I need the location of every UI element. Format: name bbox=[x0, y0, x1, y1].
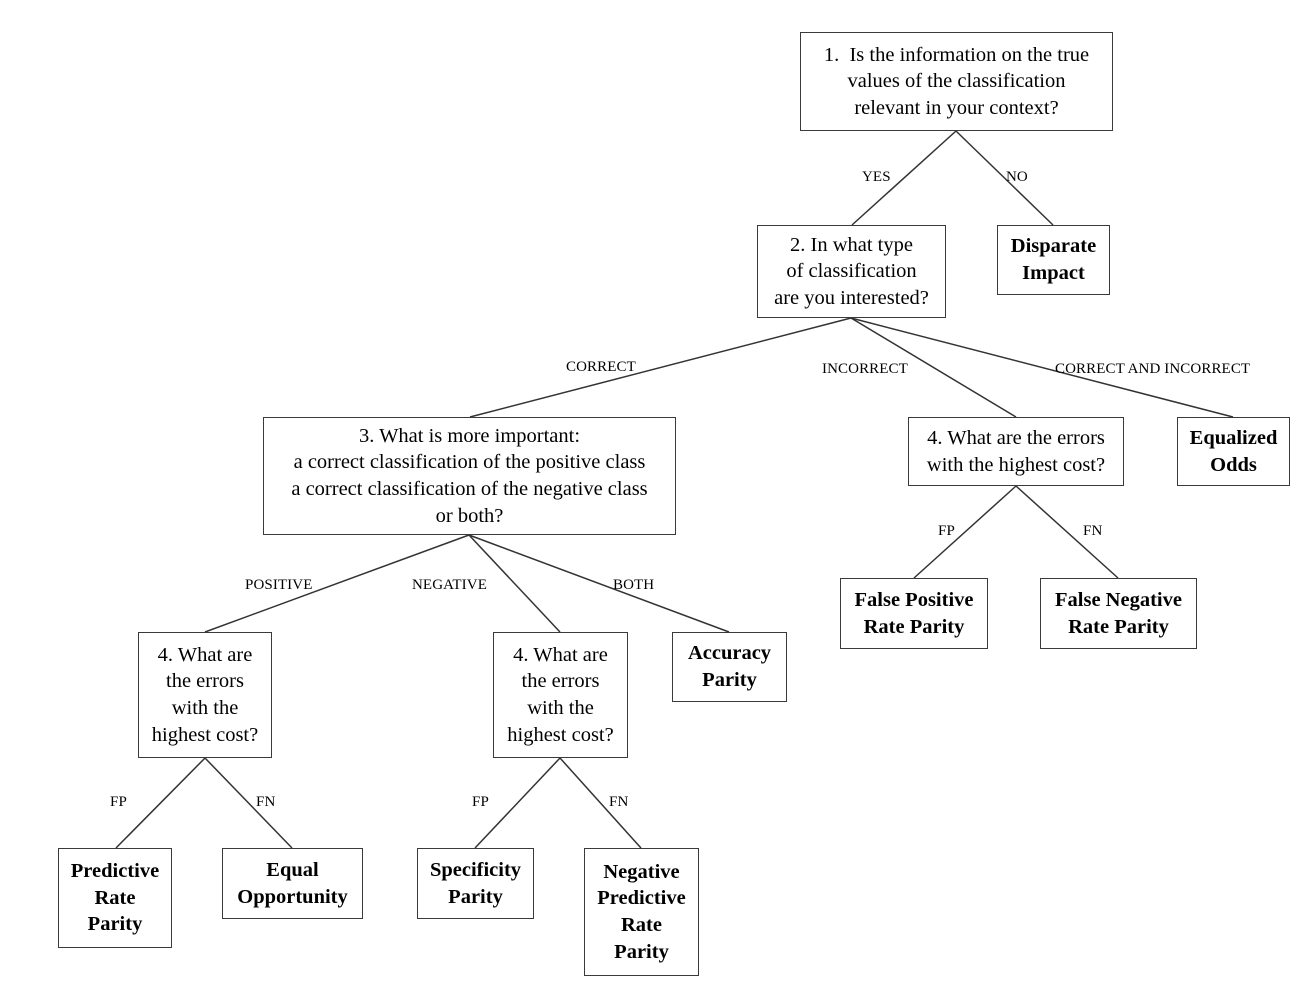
tree-edge bbox=[115, 757, 206, 849]
edge-label-e-q1-no: NO bbox=[1006, 169, 1028, 185]
node-text-line: Opportunity bbox=[237, 885, 348, 908]
tree-edge bbox=[468, 534, 561, 633]
node-q4-incorrect[interactable]: 4. What are the errors with the highest c… bbox=[908, 417, 1124, 486]
tree-edge bbox=[474, 757, 561, 849]
node-text-line: Parity bbox=[702, 669, 757, 691]
edge-label-e-q2-correct-and-incorrect: CORRECT AND INCORRECT bbox=[1055, 361, 1251, 377]
node-text-line: a correct classification of the negative… bbox=[291, 478, 648, 500]
node-text-line: 4. What are bbox=[513, 643, 608, 666]
node-text-line: the errors bbox=[166, 670, 244, 693]
node-text-line: highest cost? bbox=[151, 723, 259, 746]
node-text-line: a correct classification of the positive… bbox=[293, 451, 646, 474]
tree-edge bbox=[559, 757, 642, 849]
edge-label-e-q4n-fp: FP bbox=[472, 794, 489, 810]
tree-edge bbox=[1015, 485, 1119, 579]
node-text-line: are you interested? bbox=[774, 286, 929, 309]
node-text-line: 4. What are the errors bbox=[927, 426, 1105, 449]
edge-label-e-q4n-fn: FN bbox=[609, 794, 629, 810]
tree-edge bbox=[204, 757, 293, 849]
node-text-line: Disparate bbox=[1010, 235, 1097, 258]
edge-label-e-q2-incorrect: INCORRECT bbox=[822, 361, 908, 377]
edge-label-e-q4p-fp: FP bbox=[110, 794, 127, 810]
edge-label-e-q4p-fn: FN bbox=[256, 794, 276, 810]
node-text-line: Parity bbox=[87, 913, 143, 936]
tree-edge bbox=[468, 534, 730, 633]
node-text-line: the errors bbox=[521, 670, 600, 693]
node-text-line: Rate bbox=[621, 914, 662, 936]
node-text-line: 2. In what type bbox=[790, 233, 913, 256]
node-text-line: Equal bbox=[266, 858, 319, 881]
edge-label-e-q3-negative: NEGATIVE bbox=[412, 577, 487, 593]
node-text-line: with the highest cost? bbox=[926, 453, 1106, 476]
tree-edge bbox=[204, 534, 470, 633]
node-text-line: highest cost? bbox=[507, 723, 614, 746]
node-text-line: 3. What is more important: bbox=[358, 424, 581, 447]
node-text-line: Odds bbox=[1210, 453, 1257, 476]
tree-edge bbox=[913, 485, 1017, 579]
node-text-line: Negative bbox=[603, 860, 680, 883]
edge-label-e-q2-correct: CORRECT bbox=[566, 359, 636, 375]
tree-edge bbox=[850, 317, 1017, 418]
tree-edge bbox=[955, 130, 1054, 226]
edge-label-e-q4i-fp: FP bbox=[938, 523, 955, 539]
node-text-line: False Negative bbox=[1055, 588, 1182, 611]
node-text-line: 1. Is the information on the true bbox=[823, 43, 1090, 66]
node-text-line: Parity bbox=[614, 940, 669, 963]
edge-label-e-q3-positive: POSITIVE bbox=[245, 577, 313, 593]
tree-edge bbox=[851, 130, 957, 226]
tree-edge bbox=[850, 317, 1234, 418]
node-q4-negative[interactable]: 4. What are the errors with the highest cos… bbox=[493, 632, 628, 758]
node-q4-positive[interactable]: 4. What are the errors with the highest cos… bbox=[138, 632, 272, 758]
node-text-line: Predictive bbox=[597, 887, 686, 910]
node-text-line: Specificity bbox=[429, 858, 522, 881]
tree-edge bbox=[469, 317, 852, 418]
edge-label-e-q4i-fn: FN bbox=[1083, 523, 1103, 539]
node-text-line: Impact bbox=[1022, 262, 1085, 284]
node-text-line: of classification bbox=[786, 260, 917, 283]
node-q2[interactable]: 2. In what type of classification are you … bbox=[757, 225, 946, 318]
node-text-line: Predictive bbox=[70, 860, 160, 883]
node-text-line: or both? bbox=[435, 504, 504, 527]
node-text-line: values of the classification bbox=[847, 70, 1066, 93]
node-text-line: relevant in your context? bbox=[854, 96, 1059, 119]
node-text-line: Rate Parity bbox=[863, 615, 965, 638]
node-text-line: with the bbox=[171, 697, 239, 719]
node-text-line: 4. What are bbox=[157, 643, 253, 666]
node-text-line: Rate bbox=[94, 886, 136, 909]
edge-label-e-q3-both: BOTH bbox=[613, 577, 655, 593]
node-q3[interactable]: 3. What is more important: a correct clas… bbox=[263, 417, 676, 535]
node-text-line: Parity bbox=[448, 885, 503, 908]
node-q1[interactable]: 1. Is the information on the true values … bbox=[800, 32, 1113, 131]
node-text-line: False Positive bbox=[854, 588, 974, 611]
edge-label-e-q1-yes: YES bbox=[862, 169, 891, 185]
node-text-line: Accuracy bbox=[687, 642, 772, 665]
node-text-line: with the bbox=[527, 697, 594, 719]
node-text-line: Equalized bbox=[1189, 426, 1278, 449]
node-text-line: Rate Parity bbox=[1068, 615, 1169, 638]
